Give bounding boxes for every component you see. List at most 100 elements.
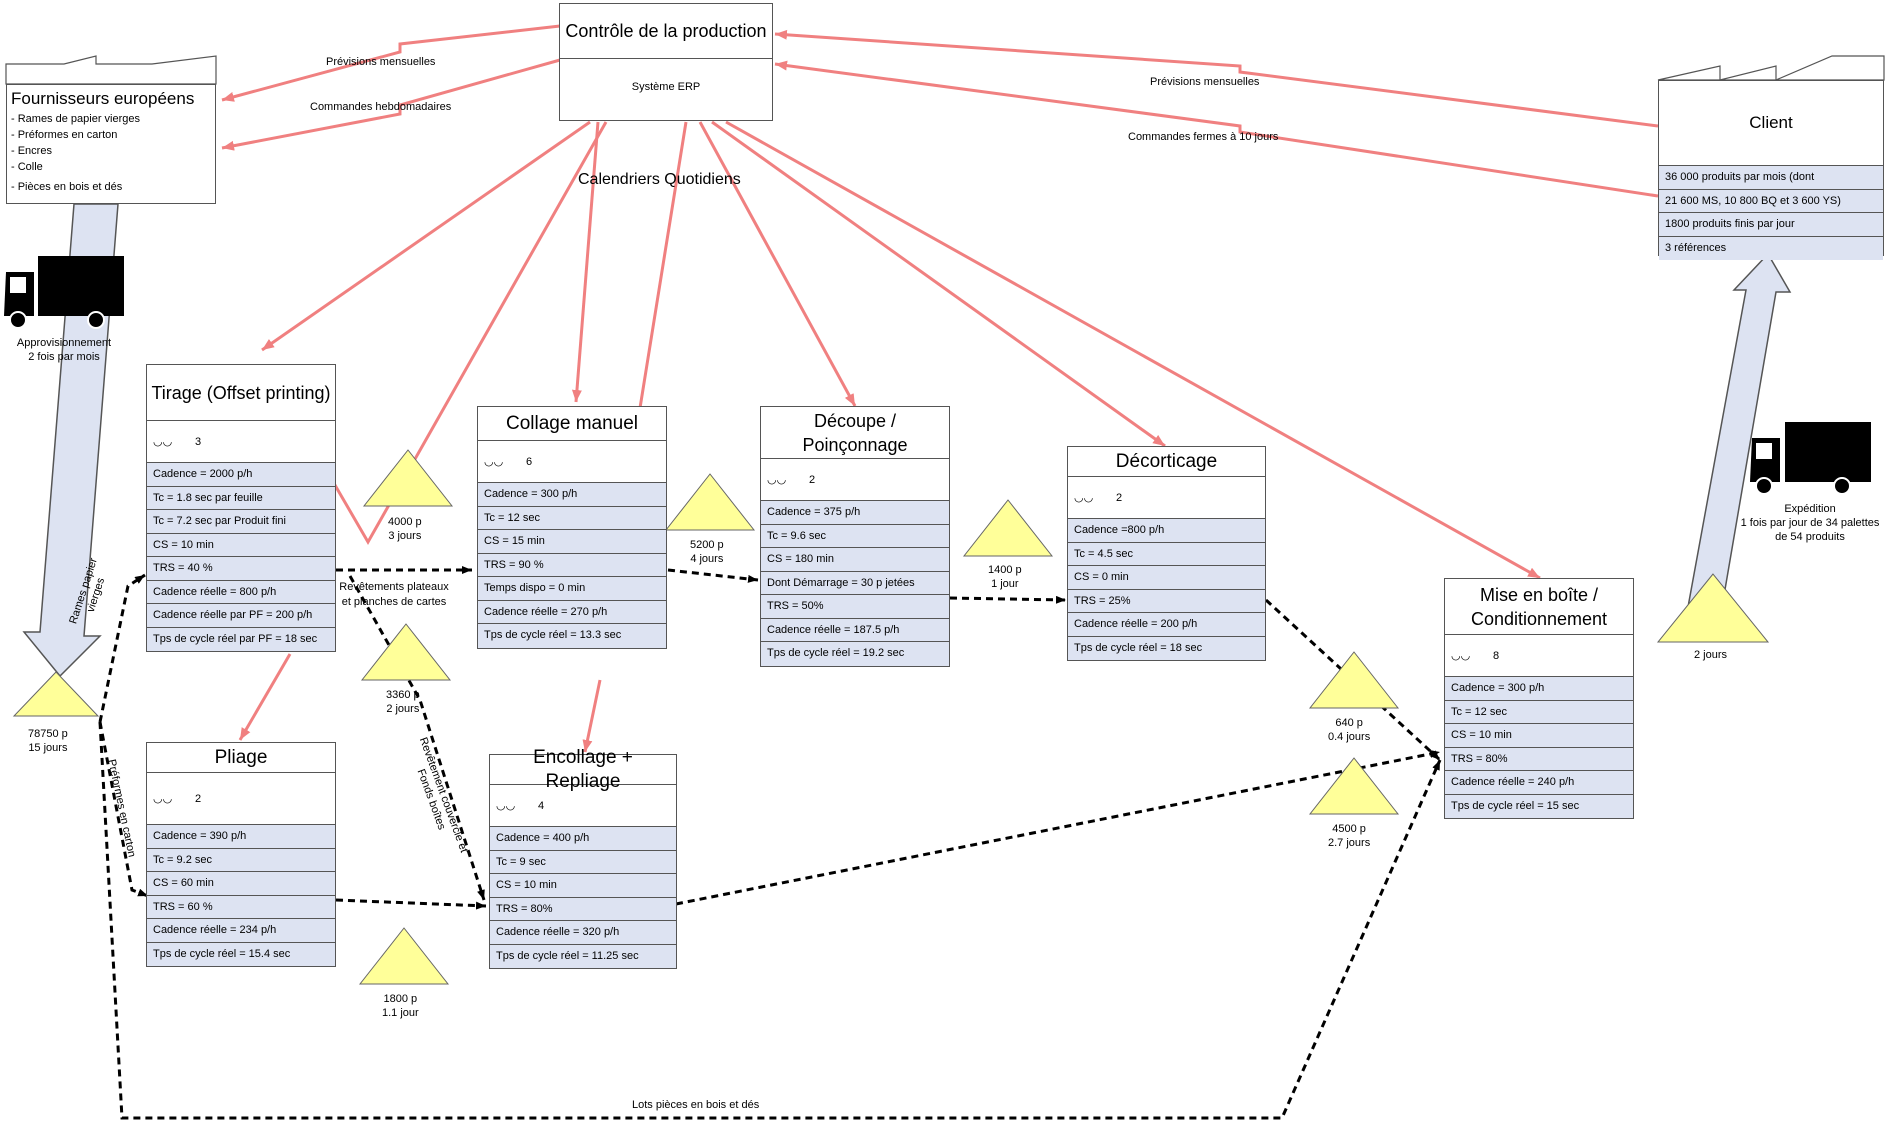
- raw-to-pliage: [98, 721, 149, 898]
- client-row: 36 000 produits par mois (dont: [1659, 166, 1883, 190]
- schedule-collage: [571, 121, 600, 403]
- inventory-days: 4 jours: [690, 553, 724, 565]
- data-row: CS = 0 min: [1068, 566, 1265, 590]
- factory-roofs: [5, 55, 1885, 85]
- data-row: Tc = 7.2 sec par Produit fini: [147, 510, 335, 534]
- process-title: Tirage (Offset printing): [147, 365, 335, 421]
- operator-count: 4: [538, 799, 545, 812]
- operator-count: 6: [526, 455, 533, 468]
- data-row: Cadence = 390 p/h: [147, 825, 335, 849]
- raw-inventory-triangle: [12, 671, 100, 717]
- information-flows: [221, 24, 1659, 753]
- inventory-qty: 78750 p: [28, 728, 68, 740]
- data-row: Cadence = 300 p/h: [478, 483, 666, 507]
- operator-count: 3: [195, 435, 202, 448]
- client-forecast-label: Prévisions mensuelles: [1150, 76, 1260, 88]
- inventory-qty: 1400 p: [988, 564, 1022, 576]
- supplier-title: Fournisseurs européens: [11, 89, 195, 108]
- data-row: Tps de cycle réel par PF = 18 sec: [147, 627, 335, 651]
- operators-row: ◡◡2: [761, 459, 949, 501]
- supply-label-line: Approvisionnement: [16, 337, 112, 349]
- production-control-box: Contrôle de la production Système ERP: [559, 3, 773, 121]
- data-row: Dont Démarrage = 30 p jetées: [761, 571, 949, 595]
- client-box: Client 36 000 produits par mois (dont 21…: [1658, 80, 1884, 260]
- process-mise-en-boite: Mise en boîte / Conditionnement ◡◡8 Cade…: [1444, 578, 1634, 819]
- revetements-label: Revêtements plateaux et planches de cart…: [339, 581, 449, 608]
- shipping-frequency-label: Expédition 1 fois par jour de 34 palette…: [1730, 502, 1890, 544]
- data-row: Tc = 9.6 sec: [761, 524, 949, 548]
- data-row: Cadence réelle = 270 p/h: [478, 600, 666, 624]
- inventory-days: 2 jours: [1694, 649, 1728, 661]
- data-row: Cadence réelle = 240 p/h: [1445, 771, 1633, 795]
- data-row: Tps de cycle réel = 19.2 sec: [761, 642, 949, 666]
- data-row: Cadence = 375 p/h: [761, 501, 949, 525]
- inventory-days: 2 jours: [386, 703, 420, 715]
- process-title: Découpe / Poinçonnage: [761, 407, 949, 459]
- pliage-to-encollage: [335, 898, 487, 910]
- decoupe-decorticage-inventory-triangle: [962, 499, 1054, 557]
- data-row: TRS = 40 %: [147, 557, 335, 581]
- schedule-decorticage: [711, 120, 1166, 448]
- supplier-orders-label: Commandes hebdomadaires: [310, 101, 452, 113]
- process-title: Pliage: [147, 743, 335, 773]
- client-row: 3 références: [1659, 236, 1883, 260]
- data-row: TRS = 80%: [1445, 747, 1633, 771]
- inventory-days: 3 jours: [388, 530, 422, 542]
- inventory-days: 1.1 jour: [382, 1007, 419, 1019]
- schedule-mise: [725, 120, 1541, 580]
- inventory-triangles: [12, 449, 1770, 985]
- inventory-qty: 5200 p: [690, 539, 724, 551]
- process-title: Collage manuel: [478, 407, 666, 441]
- data-row: Cadence réelle = 200 p/h: [1068, 613, 1265, 637]
- shipping-label-line: Expédition: [1784, 503, 1836, 515]
- supplier-item: - Encres: [11, 145, 52, 157]
- supplier-item: - Pièces en bois et dés: [11, 181, 123, 193]
- inventory-days: 15 jours: [28, 742, 68, 754]
- data-row: TRS = 60 %: [147, 895, 335, 919]
- operators-row: ◡◡ 2: [1068, 477, 1265, 519]
- data-row: Tps de cycle réel = 15.4 sec: [147, 942, 335, 966]
- client-forecast-arrow: [774, 29, 1659, 128]
- inventory-days: 2.7 jours: [1328, 837, 1371, 849]
- data-row: CS = 10 min: [147, 533, 335, 557]
- data-row: TRS = 90 %: [478, 553, 666, 577]
- data-row: Cadence réelle = 234 p/h: [147, 919, 335, 943]
- encollage-to-mise: [675, 750, 1441, 906]
- finished-inventory-label: 2 jours: [1694, 648, 1727, 662]
- data-row: Cadence =800 p/h: [1068, 519, 1265, 543]
- data-row: TRS = 80%: [490, 897, 676, 921]
- process-title: Décorticage: [1068, 447, 1265, 477]
- data-row: CS = 60 min: [147, 872, 335, 896]
- operator-icon: ◡◡: [153, 792, 173, 805]
- operator-icon: ◡◡: [496, 799, 516, 812]
- process-tirage: Tirage (Offset printing) ◡◡3 Cadence = 2…: [146, 364, 336, 652]
- data-row: CS = 15 min: [478, 530, 666, 554]
- decorticage-to-mise: [1264, 598, 1442, 762]
- inventory-days: 1 jour: [991, 578, 1019, 590]
- process-title: Mise en boîte / Conditionnement: [1445, 579, 1633, 635]
- data-row: Cadence réelle = 320 p/h: [490, 921, 676, 945]
- supply-frequency-label: Approvisionnement 2 fois par mois: [6, 336, 122, 364]
- operator-count: 2: [1116, 491, 1123, 504]
- inventory-days: 0.4 jours: [1328, 731, 1371, 743]
- client-orders-label: Commandes fermes à 10 jours: [1128, 131, 1279, 143]
- encollage-mise-inventory-triangle: [1308, 757, 1400, 815]
- tirage-encollage-inventory-triangle: [360, 623, 452, 681]
- shipping-label-line: 1 fois par jour de 34 palettes: [1740, 517, 1880, 529]
- client-title: Client: [1659, 81, 1883, 166]
- operator-icon: ◡◡: [1074, 491, 1094, 504]
- schedule-tirage: [261, 120, 591, 352]
- data-row: Cadence réelle = 800 p/h: [147, 580, 335, 604]
- supplier-forecast-label: Prévisions mensuelles: [326, 56, 436, 68]
- supplier-item: - Préformes en carton: [11, 129, 118, 141]
- data-row: Temps dispo = 0 min: [478, 577, 666, 601]
- data-row: Tc = 9.2 sec: [147, 848, 335, 872]
- inventory-qty: 640 p: [1335, 717, 1363, 729]
- operator-count: 2: [809, 473, 816, 486]
- data-row: CS = 180 min: [761, 548, 949, 572]
- production-control-title: Contrôle de la production: [560, 4, 772, 59]
- raw-to-tirage: [98, 573, 146, 723]
- tirage-to-pliage-arrow: [238, 653, 292, 741]
